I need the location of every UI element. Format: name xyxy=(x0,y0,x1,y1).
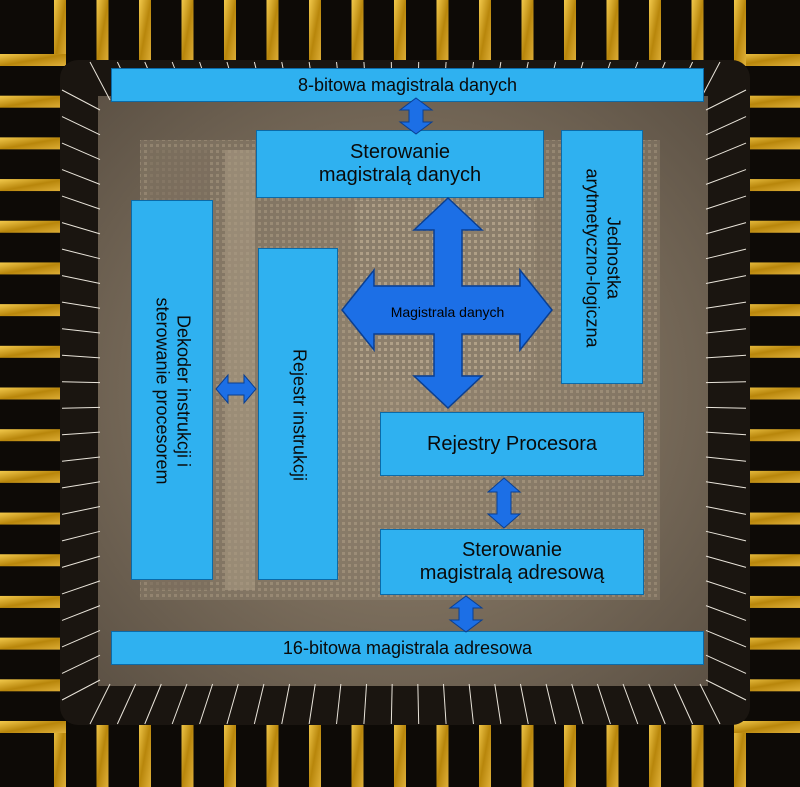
data-bus-control: Sterowanie magistralą danych xyxy=(256,130,544,198)
cpu-registers: Rejestry Procesora xyxy=(380,412,644,476)
internal-data-bus-arrow xyxy=(341,196,553,410)
instruction-register-block: Rejestr instrukcji xyxy=(258,248,338,580)
alu-label: Jednostka arytmetyczno-logiczna xyxy=(583,168,624,348)
internal-data-bus-label: Magistrala danych xyxy=(390,304,505,320)
alu-block: Jednostka arytmetyczno-logiczna xyxy=(561,130,643,384)
data-bus-8bit: 8-bitowa magistrala danych xyxy=(111,68,704,102)
instruction-register-label: Rejestr instrukcji xyxy=(289,348,310,482)
instruction-decoder-block: Dekoder instrukcji i sterowanie procesor… xyxy=(131,200,213,580)
instruction-decoder-label: Dekoder instrukcji i sterowanie procesor… xyxy=(153,297,194,485)
top-bus-arrow xyxy=(398,97,434,135)
bottom-bus-arrow xyxy=(448,595,484,633)
address-bus-control: Sterowanie magistralą adresową xyxy=(380,529,644,595)
registers-address-control-arrow xyxy=(486,477,522,529)
address-bus-16bit: 16-bitowa magistrala adresowa xyxy=(111,631,704,665)
decoder-register-arrow xyxy=(215,373,257,405)
